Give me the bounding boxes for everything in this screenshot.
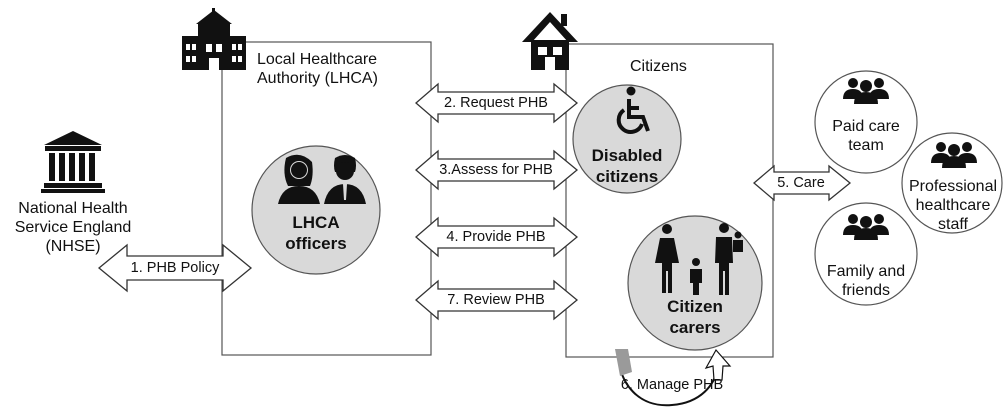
arrow-care	[752, 164, 852, 202]
officers-line2: officers	[285, 234, 347, 253]
nhse-line1: National Health	[18, 200, 128, 217]
nhse-label: National Health Service England (NHSE)	[0, 199, 146, 256]
professional-line3: staff	[938, 216, 968, 233]
school-building-icon	[182, 8, 246, 70]
manage-arrow-label: 6. Manage PHB	[620, 377, 724, 393]
professional-line2: healthcare	[915, 197, 991, 214]
review-arrow-label: 7. Review PHB	[447, 292, 545, 308]
nhse-line2: Service England	[14, 219, 132, 236]
family-friends-label: Family and friends	[816, 262, 916, 300]
wheelchair-icon	[616, 86, 650, 134]
professional-staff-node	[901, 132, 1003, 234]
arrow-request-phb	[415, 82, 579, 124]
provide-arrow-label: 4. Provide PHB	[446, 229, 546, 245]
professional-label: Professional healthcare staff	[903, 177, 1003, 234]
carers-line1: Citizen	[667, 297, 723, 316]
citizen-carers-node	[627, 215, 763, 351]
paid-care-team-node	[814, 70, 918, 174]
paid-line2: team	[848, 137, 884, 154]
family-line2: friends	[841, 282, 891, 299]
arrow-review-phb	[415, 279, 579, 321]
disabled-line2: citizens	[595, 167, 659, 186]
family-friends-node	[814, 202, 918, 306]
assess-arrow-label: 3.Assess for PHB	[439, 162, 553, 178]
lhca-box	[221, 41, 432, 356]
arrow-manage-phb	[615, 348, 732, 407]
family-icon	[655, 223, 743, 295]
care-arrow-label: 5. Care	[777, 175, 825, 191]
paid-care-label: Paid care team	[816, 117, 916, 155]
family-line1: Family and	[826, 263, 906, 280]
lhca-title-line2: Authority (LHCA)	[257, 70, 378, 87]
house-icon	[522, 12, 578, 70]
lhca-officers-label: LHCA officers	[266, 212, 366, 254]
professional-line1: Professional	[908, 178, 998, 195]
arrow-provide-phb	[415, 216, 579, 258]
arrow-phb-policy	[97, 243, 253, 293]
disabled-citizens-label: Disabled citizens	[577, 145, 677, 187]
disabled-citizens-node	[572, 84, 682, 194]
lhca-title: Local Healthcare Authority (LHCA)	[257, 50, 378, 88]
nhse-line3: (NHSE)	[45, 238, 101, 255]
lhca-title-line1: Local Healthcare	[257, 51, 378, 68]
officers-icon	[278, 154, 366, 204]
arrow-assess-phb	[415, 149, 579, 191]
officers-line1: LHCA	[292, 213, 340, 232]
paid-line1: Paid care	[832, 118, 900, 135]
citizen-carers-label: Citizen carers	[645, 296, 745, 338]
disabled-line1: Disabled	[591, 146, 663, 165]
carers-line2: carers	[669, 318, 721, 337]
citizens-title: Citizens	[630, 58, 687, 75]
request-arrow-label: 2. Request PHB	[444, 95, 548, 111]
citizens-box	[565, 43, 774, 358]
lhca-officers-node	[251, 145, 381, 275]
government-building-icon	[41, 131, 105, 193]
policy-arrow-label: 1. PHB Policy	[130, 260, 220, 276]
